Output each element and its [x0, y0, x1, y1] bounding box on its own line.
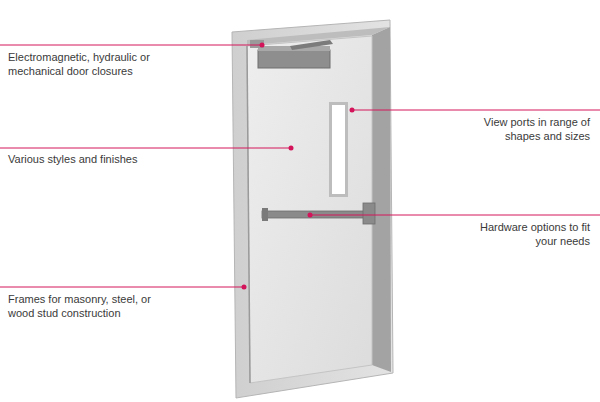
leader-dot	[289, 146, 294, 151]
latch-housing	[363, 203, 375, 224]
callout-label: Hardware options to fit your needs	[460, 220, 590, 248]
leader-line	[312, 215, 600, 216]
leader-dot	[242, 285, 247, 290]
callout-label: Electromagnetic, hydraulic or mechanical…	[8, 50, 168, 78]
leader-line	[354, 110, 600, 111]
view-port-glass	[332, 105, 345, 194]
leader-dot	[308, 213, 313, 218]
door-frame	[232, 20, 393, 398]
callout-label: View ports in range of shapes and sizes	[460, 115, 590, 143]
closer-bracket	[250, 40, 264, 48]
leader-line	[0, 148, 289, 149]
leader-dot	[350, 108, 355, 113]
callout-label: Frames for masonry, steel, or wood stud …	[8, 292, 168, 320]
callout-label: Various styles and finishes	[8, 152, 168, 166]
door-closer	[258, 50, 330, 68]
hinge-edge	[247, 46, 250, 383]
panic-bar-end	[262, 208, 268, 221]
leader-line	[0, 287, 242, 288]
leader-line	[0, 45, 260, 46]
leader-dot	[260, 43, 265, 48]
door-leaf	[247, 36, 372, 383]
view-port-frame	[329, 102, 348, 197]
jamb-depth	[372, 27, 391, 372]
closer-arm	[290, 40, 333, 50]
